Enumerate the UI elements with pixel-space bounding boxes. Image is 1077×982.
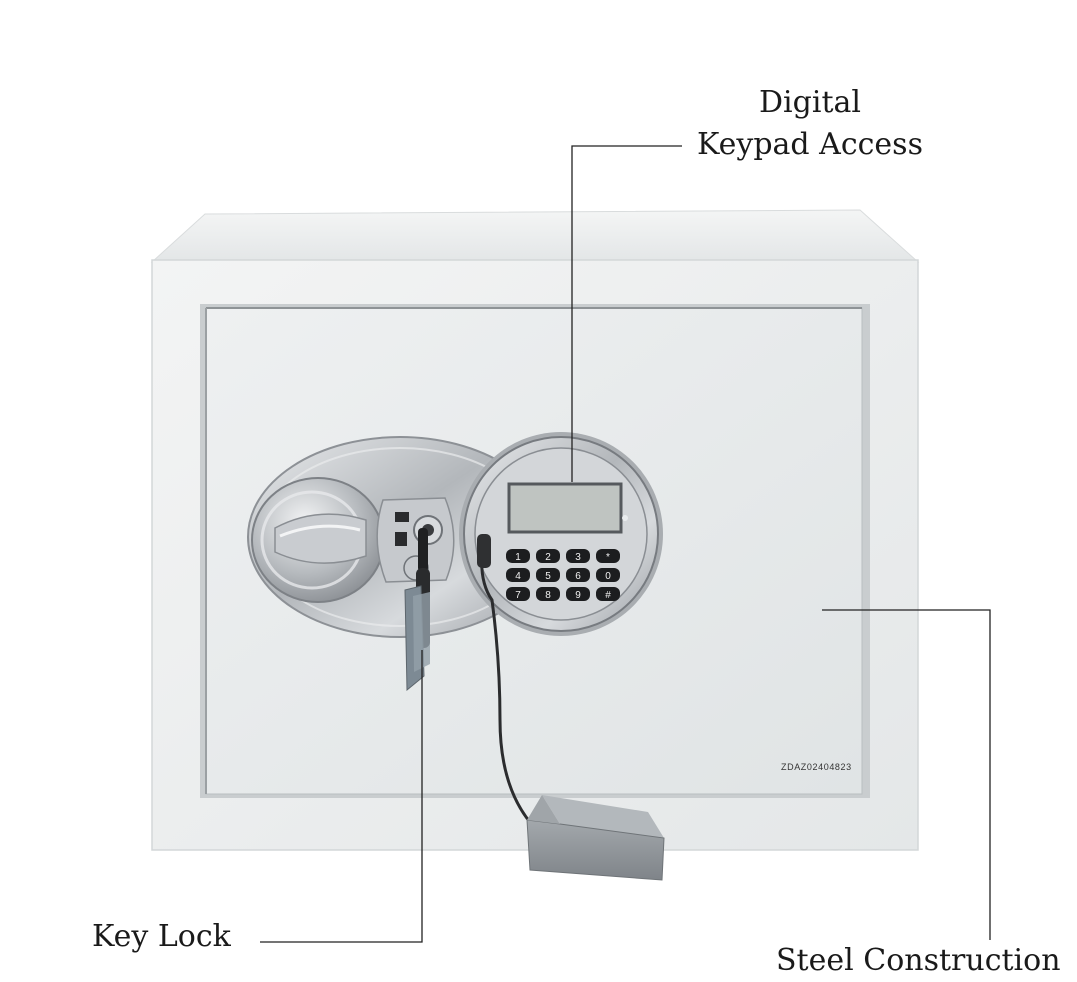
keypad-key-label: 7 [515, 590, 521, 601]
keypad-key-label: 1 [515, 552, 521, 563]
keypad-key-5[interactable]: 5 [536, 568, 560, 582]
callout-digital-keypad-access: Digital Keypad Access [690, 82, 930, 166]
keypad-key-9[interactable]: 9 [566, 587, 590, 601]
keypad-key-0[interactable]: 0 [596, 568, 620, 582]
keypad-key-label: 2 [545, 552, 551, 563]
keypad-key-label: 0 [605, 571, 611, 582]
keypad-key-label: 5 [545, 571, 551, 582]
keypad-key-star[interactable]: * [596, 549, 620, 563]
keypad-key-hash[interactable]: # [596, 587, 620, 601]
keypad-key-label: 3 [575, 552, 581, 563]
leader-digital-keypad [571, 145, 682, 482]
keypad-key-label: # [605, 590, 611, 601]
keypad-key-6[interactable]: 6 [566, 568, 590, 582]
keypad-key-2[interactable]: 2 [536, 549, 560, 563]
handle-knob[interactable] [251, 477, 385, 603]
keypad-key-label: 8 [545, 590, 551, 601]
key-icon [404, 528, 430, 692]
safe-top-face [150, 209, 920, 263]
keypad-key-4[interactable]: 4 [506, 568, 530, 582]
keypad-key-1[interactable]: 1 [506, 549, 530, 563]
keypad-dial[interactable]: 1 2 3 * 4 5 6 0 7 8 9 # [459, 432, 663, 636]
callout-digital-line2: Keypad Access [697, 127, 923, 162]
battery-box [526, 795, 665, 881]
serial-number: ZDAZ02404823 [781, 762, 852, 772]
keypad-key-label: * [606, 552, 610, 563]
keypad-key-label: 4 [515, 571, 521, 582]
keypad-key-8[interactable]: 8 [536, 587, 560, 601]
leader-key-lock [260, 650, 423, 943]
callout-key-lock: Key Lock [92, 919, 231, 954]
leader-lines [260, 145, 991, 943]
leader-steel-construction [822, 609, 991, 940]
callout-steel-construction: Steel Construction [776, 943, 1061, 978]
keypad-key-3[interactable]: 3 [566, 549, 590, 563]
battery-cable [480, 543, 537, 830]
keypad-key-label: 6 [575, 571, 581, 582]
keypad-key-7[interactable]: 7 [506, 587, 530, 601]
callout-digital-line1: Digital [759, 85, 861, 120]
lcd-screen [507, 482, 623, 534]
key-lock[interactable] [376, 497, 455, 583]
keypad-key-label: 9 [575, 590, 581, 601]
